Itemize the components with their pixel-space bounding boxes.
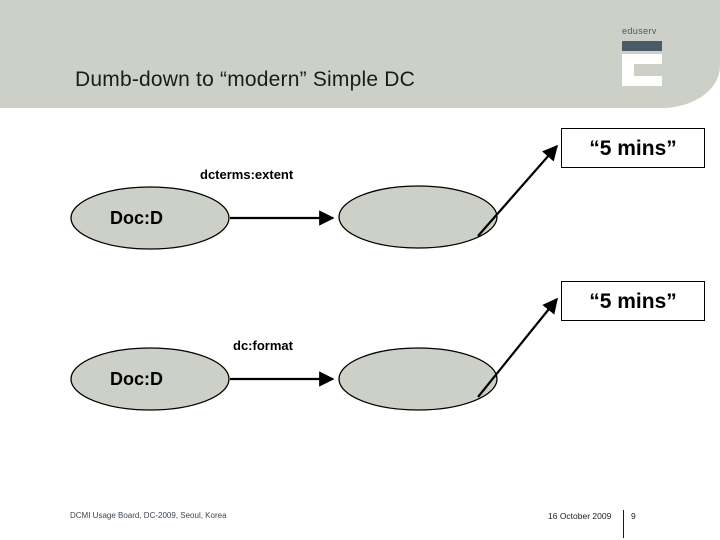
graph-node-subject-2 xyxy=(70,347,230,411)
graph-edge-predicate-2-label: dc:format xyxy=(233,338,293,353)
e-mark-top-arm xyxy=(634,54,662,64)
graph-node-subject-2-label: Doc:D xyxy=(110,369,163,389)
graph-literal-box-2: “5 mins” xyxy=(561,281,705,321)
footer-date: 16 October 2009 xyxy=(548,511,612,521)
page-title: Dumb-down to “modern” Simple DC xyxy=(75,68,415,91)
graph-edge-literal-1 xyxy=(477,144,559,237)
brand-wordmark: eduserv xyxy=(622,26,657,36)
graph-node-object-2 xyxy=(338,347,498,411)
rdf-graph-diagram: Doc:D dcterms:extent “5 mins” Doc:D dc:f… xyxy=(0,108,720,490)
footer-page-number: 9 xyxy=(631,511,636,521)
graph-node-object-1 xyxy=(338,185,498,249)
eduserv-e-mark-icon xyxy=(622,54,662,86)
e-mark-bottom-arm xyxy=(634,76,662,86)
graph-literal-box-1: “5 mins” xyxy=(561,128,705,168)
brand-bar-icon xyxy=(622,41,662,51)
graph-edge-predicate-1-label: dcterms:extent xyxy=(200,167,294,182)
graph-literal-box-2-text: “5 mins” xyxy=(589,289,677,313)
slide-footer: DCMI Usage Board, DC-2009, Seoul, Korea … xyxy=(0,490,720,540)
graph-node-subject-1-label: Doc:D xyxy=(110,208,163,228)
graph-edge-literal-2 xyxy=(477,297,558,398)
footer-divider xyxy=(623,510,624,538)
brand-logo: eduserv xyxy=(622,27,674,89)
slide-header-band: Dumb-down to “modern” Simple DC eduserv xyxy=(0,0,720,108)
e-mark-stem xyxy=(622,54,634,86)
footer-event-text: DCMI Usage Board, DC-2009, Seoul, Korea xyxy=(70,511,227,520)
graph-literal-box-1-text: “5 mins” xyxy=(589,136,677,160)
graph-node-subject-1 xyxy=(70,186,230,250)
diagram-vector-layer xyxy=(70,144,559,411)
